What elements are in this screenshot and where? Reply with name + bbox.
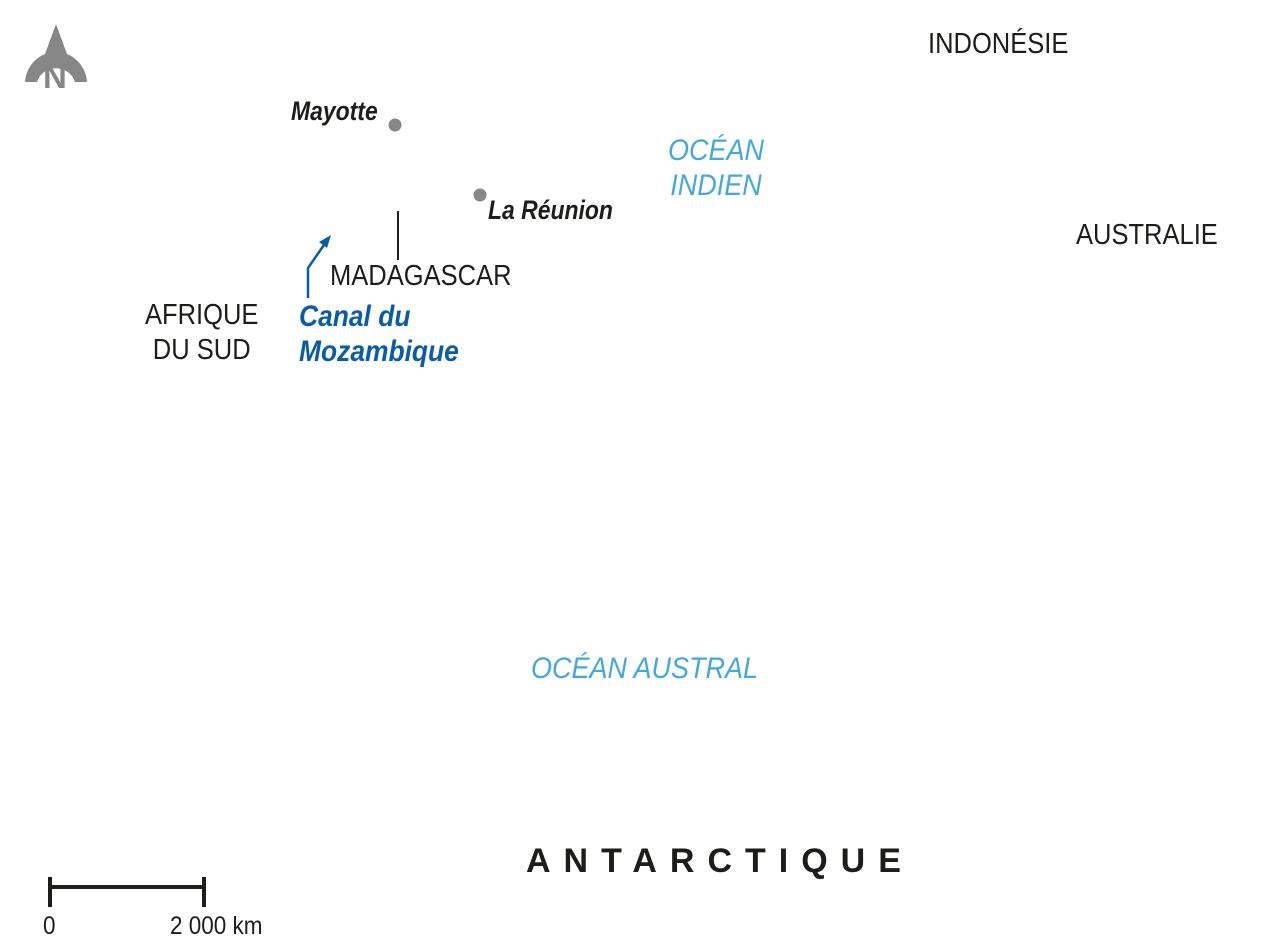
label-afrique-du-sud-line1: AFRIQUE: [145, 299, 259, 331]
label-antarctique: ANTARCTIQUE: [526, 842, 914, 880]
label-indonesie: INDONÉSIE: [928, 28, 1069, 60]
label-canal-line1: Canal du: [299, 300, 411, 333]
label-la-reunion: La Réunion: [488, 195, 613, 225]
label-mayotte: Mayotte: [291, 96, 378, 126]
channel-arrow-icon: [306, 235, 331, 298]
mayotte-marker-icon: [388, 118, 402, 132]
label-afrique-du-sud-line2: DU SUD: [152, 333, 251, 366]
compass-north-label: N: [43, 58, 67, 95]
label-ocean-austral: OCÉAN AUSTRAL: [531, 652, 759, 685]
label-canal-line2: Mozambique: [299, 334, 459, 368]
north-arrow-icon: [25, 24, 87, 82]
scale-bar: [48, 877, 206, 907]
label-australie: AUSTRALIE: [1076, 219, 1218, 251]
scale-bar-end-label: 2 000 km: [170, 912, 263, 940]
label-afrique-du-sud: AFRIQUE DU SUD: [145, 298, 258, 368]
label-madagascar: MADAGASCAR: [330, 260, 512, 292]
label-ocean-indien-line2: INDIEN: [670, 168, 762, 202]
scale-bar-start-label: 0: [43, 912, 56, 940]
label-canal-du-mozambique: Canal du Mozambique: [299, 300, 459, 369]
label-ocean-indien: OCÉAN INDIEN: [668, 134, 764, 203]
label-ocean-indien-line1: OCÉAN: [668, 134, 765, 167]
la-reunion-marker-icon: [473, 188, 487, 202]
